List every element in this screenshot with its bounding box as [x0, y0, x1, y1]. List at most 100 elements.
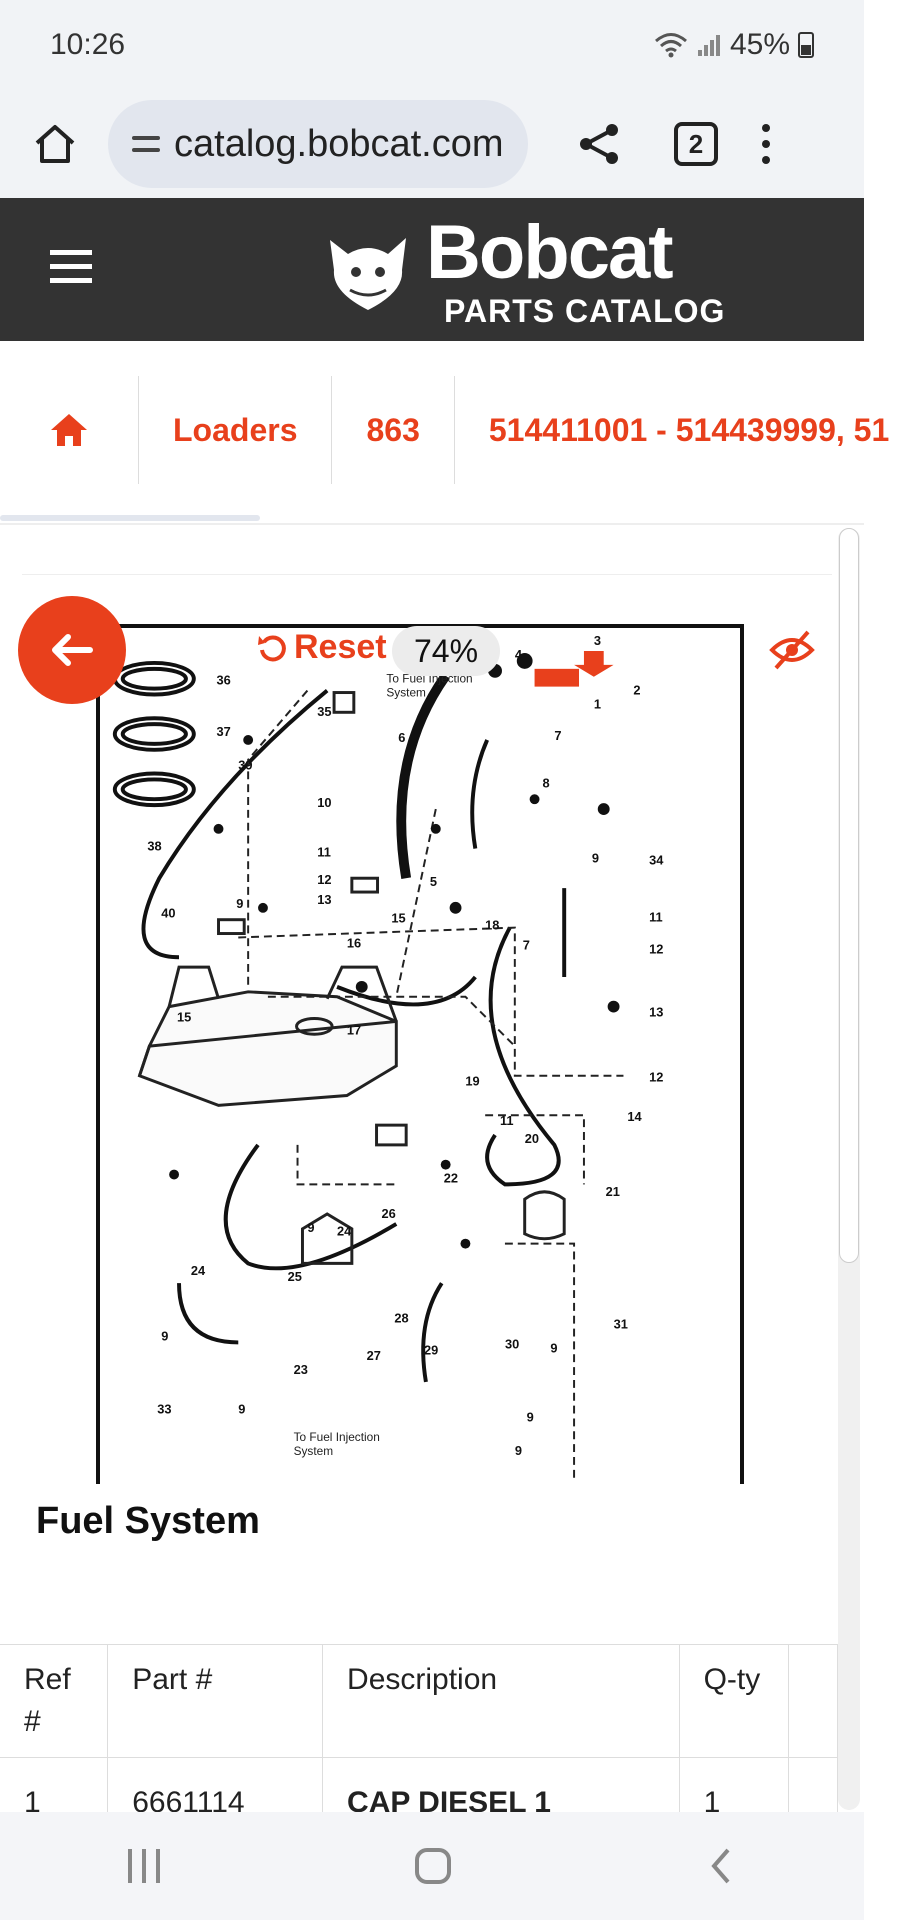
callout-9[interactable]: 9 — [527, 1409, 534, 1424]
column-qty[interactable]: Q-ty — [679, 1644, 789, 1758]
callout-35[interactable]: 35 — [317, 704, 331, 719]
callout-27[interactable]: 27 — [367, 1348, 381, 1363]
address-bar[interactable]: catalog.bobcat.com — [108, 100, 528, 188]
callout-34[interactable]: 34 — [649, 852, 664, 867]
callout-9[interactable]: 9 — [236, 896, 243, 911]
bobcat-logo[interactable]: Bobcat PARTS CATALOG — [320, 198, 725, 341]
parts-diagram[interactable]: 36 37 35 39 38 10 11 12 13 40 9 16 15 15… — [96, 624, 744, 1484]
system-nav-bar — [0, 1812, 864, 1920]
callout-16[interactable]: 16 — [347, 935, 361, 950]
breadcrumb-model[interactable]: 863 — [332, 376, 455, 484]
callout-38[interactable]: 38 — [147, 839, 161, 854]
callout-31[interactable]: 31 — [614, 1317, 628, 1332]
callout-30[interactable]: 30 — [505, 1336, 519, 1351]
callout-19[interactable]: 19 — [465, 1074, 479, 1089]
breadcrumb-serial-range[interactable]: 514411001 - 514439999, 51 — [488, 411, 890, 448]
callout-8[interactable]: 8 — [542, 775, 549, 790]
arrow-left-icon — [52, 634, 93, 666]
callout-9[interactable]: 9 — [550, 1340, 557, 1355]
hide-hotspots-icon[interactable] — [768, 628, 816, 672]
back-button[interactable] — [18, 596, 126, 704]
callout-2[interactable]: 2 — [633, 683, 640, 698]
browser-menu-button[interactable] — [762, 124, 770, 164]
callout-36[interactable]: 36 — [217, 673, 231, 688]
callout-7[interactable]: 7 — [523, 937, 530, 952]
back-nav-icon[interactable] — [706, 1846, 736, 1886]
callout-6[interactable]: 6 — [398, 730, 405, 745]
home-button[interactable] — [414, 1848, 451, 1884]
callout-9[interactable]: 9 — [238, 1402, 245, 1417]
callout-12[interactable]: 12 — [317, 872, 331, 887]
callout-21[interactable]: 21 — [606, 1184, 620, 1199]
share-button[interactable] — [564, 109, 634, 179]
scrollbar-thumb[interactable] — [839, 528, 859, 1263]
status-time: 10:26 — [50, 28, 126, 61]
callout-26[interactable]: 26 — [381, 1206, 395, 1221]
callout-9[interactable]: 9 — [161, 1328, 168, 1343]
callout-15[interactable]: 15 — [391, 911, 405, 926]
callout-15[interactable]: 15 — [177, 1009, 191, 1024]
reset-zoom-button[interactable]: Reset — [256, 628, 387, 667]
callout-9[interactable]: 9 — [307, 1220, 314, 1235]
brand-subtitle: PARTS CATALOG — [444, 292, 726, 329]
callout-39[interactable]: 39 — [238, 758, 252, 773]
callout-9[interactable]: 9 — [592, 850, 599, 865]
breadcrumb-scroll-indicator[interactable] — [0, 515, 260, 521]
column-part[interactable]: Part # — [107, 1644, 324, 1758]
callout-37[interactable]: 37 — [217, 724, 231, 739]
callout-12[interactable]: 12 — [649, 1070, 663, 1085]
recent-apps-button[interactable] — [127, 1849, 160, 1883]
callout-14[interactable]: 14 — [627, 1109, 642, 1124]
callout-28[interactable]: 28 — [394, 1311, 408, 1326]
site-settings-icon[interactable] — [132, 136, 160, 152]
callout-7[interactable]: 7 — [554, 728, 561, 743]
callout-40[interactable]: 40 — [161, 906, 175, 921]
wifi-icon — [654, 33, 687, 58]
status-icons: 45% — [654, 28, 814, 62]
callout-4[interactable]: 4 — [515, 647, 523, 662]
callout-9[interactable]: 9 — [515, 1443, 522, 1458]
callout-20[interactable]: 20 — [525, 1131, 539, 1146]
browser-home-button[interactable] — [20, 109, 90, 179]
fuel-injection-note-top-line2: System — [386, 685, 426, 699]
column-extra — [788, 1644, 839, 1758]
callout-11[interactable]: 11 — [317, 844, 331, 859]
brand-name: Bobcat — [426, 209, 674, 295]
callout-5[interactable]: 5 — [430, 874, 437, 889]
zoom-level: 74% — [392, 626, 500, 676]
callout-29[interactable]: 29 — [424, 1342, 438, 1357]
column-description[interactable]: Description — [322, 1644, 680, 1758]
callout-33[interactable]: 33 — [157, 1402, 171, 1417]
callout-13[interactable]: 13 — [317, 892, 331, 907]
site-header: Bobcat PARTS CATALOG — [0, 198, 864, 341]
callout-24[interactable]: 24 — [191, 1263, 206, 1278]
callout-11[interactable]: 11 — [649, 910, 663, 925]
fuel-system-illustration: 36 37 35 39 38 10 11 12 13 40 9 16 15 15… — [112, 633, 664, 1481]
callout-25[interactable]: 25 — [288, 1269, 302, 1284]
tab-switcher-button[interactable]: 2 — [674, 122, 718, 166]
callout-23[interactable]: 23 — [294, 1362, 308, 1377]
bobcat-head-icon — [330, 237, 406, 310]
callout-24[interactable]: 24 — [337, 1224, 352, 1239]
breadcrumb-home[interactable] — [0, 376, 139, 484]
signal-icon — [697, 35, 720, 56]
page-scrollbar[interactable] — [838, 528, 860, 1810]
status-bar: 10:26 45% — [0, 0, 864, 90]
divider — [22, 574, 832, 575]
reset-icon — [258, 634, 286, 661]
callout-13[interactable]: 13 — [649, 1004, 663, 1019]
breadcrumb-loaders[interactable]: Loaders — [139, 376, 333, 484]
callout-1[interactable]: 1 — [594, 696, 601, 711]
home-icon — [51, 414, 87, 446]
callout-12[interactable]: 12 — [649, 941, 663, 956]
callout-3[interactable]: 3 — [594, 633, 601, 648]
share-icon — [580, 124, 618, 164]
battery-percent: 45% — [729, 28, 790, 61]
callout-11[interactable]: 11 — [500, 1113, 514, 1128]
callout-10[interactable]: 10 — [317, 795, 331, 810]
callout-18[interactable]: 18 — [485, 918, 499, 933]
column-ref[interactable]: Ref # — [0, 1644, 109, 1758]
callout-22[interactable]: 22 — [444, 1170, 458, 1185]
hamburger-menu-icon[interactable] — [50, 250, 92, 283]
callout-17[interactable]: 17 — [347, 1022, 361, 1037]
